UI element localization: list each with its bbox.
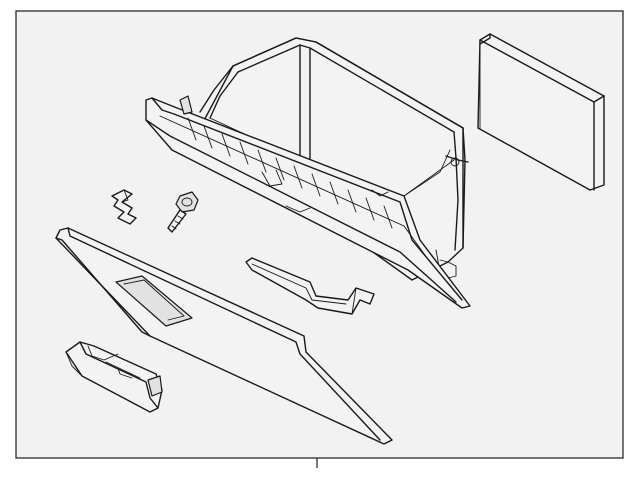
retainer-clip (111, 189, 137, 225)
glove-box-bin (145, 37, 471, 309)
mounting-bracket (245, 257, 375, 315)
air-filter-cover (477, 33, 605, 191)
glove-box-door (55, 227, 393, 445)
screw (167, 191, 199, 233)
handle-assembly (65, 341, 163, 413)
